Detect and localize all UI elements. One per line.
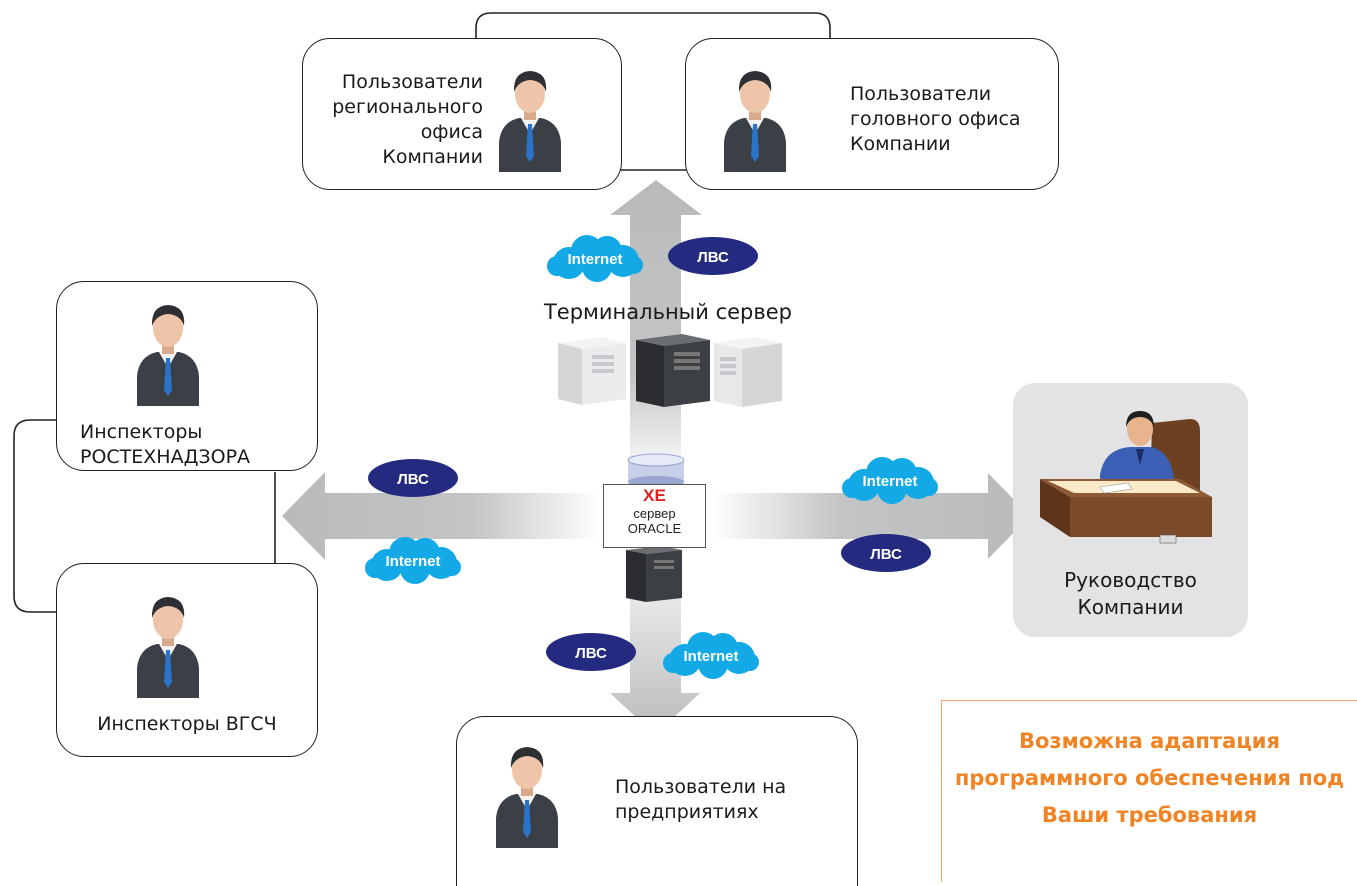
enterprise-users-label: Пользователи на предприятиях xyxy=(615,776,787,823)
lan-badge-text: ЛВС xyxy=(575,645,607,662)
user-icon xyxy=(496,747,558,848)
cloud-icon: Internet xyxy=(842,457,938,504)
arrow-up xyxy=(610,180,702,480)
user-icon xyxy=(137,597,199,698)
regional-users-box xyxy=(302,38,622,190)
oracle-server-box: XE сервер ORACLE xyxy=(603,484,706,548)
cloud-icon: Internet xyxy=(547,235,643,282)
server-tower-icon xyxy=(636,334,710,407)
server-line1: сервер xyxy=(633,506,676,521)
management-label: Руководство Компании xyxy=(1064,568,1197,619)
lan-badge-text: ЛВС xyxy=(697,249,729,266)
adaptation-note-text: Возможна адаптация программного обеспече… xyxy=(954,729,1345,827)
server-line2: ORACLE xyxy=(627,521,682,536)
lan-badge: ЛВС xyxy=(368,459,458,497)
head-office-users-label: Пользователи головного офиса Компании xyxy=(850,83,1021,155)
cloud-icon: Internet xyxy=(365,537,461,584)
lan-badge: ЛВС xyxy=(841,534,931,572)
server-tower-icon xyxy=(558,337,626,405)
lan-badge: ЛВС xyxy=(546,633,636,671)
user-icon xyxy=(499,71,561,172)
cloud-icon: Internet xyxy=(663,632,759,679)
user-icon xyxy=(724,71,786,172)
adaptation-note: Возможна адаптация программного обеспече… xyxy=(941,700,1357,882)
manager-at-desk-icon xyxy=(1040,411,1212,544)
lan-badge-text: ЛВС xyxy=(397,471,429,488)
lan-badge-text: ЛВС xyxy=(870,546,902,563)
server-title: XE xyxy=(643,486,666,505)
regional-users-label: Пользователи регионального офиса Компани… xyxy=(332,71,483,168)
database-cylinder-icon xyxy=(627,453,685,488)
arrow-down xyxy=(610,560,700,735)
arrow-right xyxy=(712,473,1030,559)
lan-badge: ЛВС xyxy=(668,237,758,275)
internet-badge-text: Internet xyxy=(567,251,622,268)
user-icon xyxy=(137,305,199,406)
internet-badge-text: Internet xyxy=(862,473,917,490)
arrow-left xyxy=(282,472,600,560)
inspectors-rtn-label: Инспекторы РОСТЕХНАДЗОРА xyxy=(80,421,251,468)
server-tower-icon xyxy=(626,546,682,602)
internet-badge-text: Internet xyxy=(385,553,440,570)
internet-badge-text: Internet xyxy=(683,648,738,665)
inspectors-vgsch-label: Инспекторы ВГСЧ xyxy=(97,713,277,735)
server-tower-icon xyxy=(714,337,782,407)
terminal-server-label: Терминальный сервер xyxy=(543,300,793,324)
